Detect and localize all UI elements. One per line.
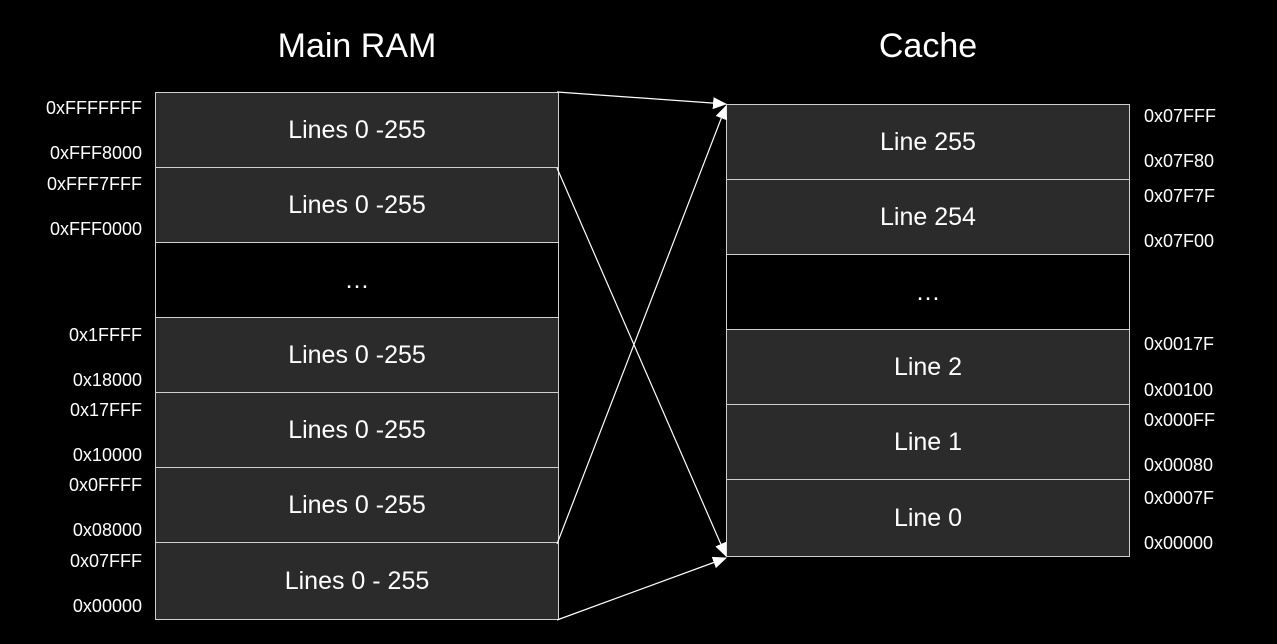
cache-title: Cache — [878, 27, 978, 65]
ram-address-high: 0x1FFFF — [68, 325, 142, 345]
cache-address-high: 0x000FF — [1144, 410, 1216, 430]
ram-address-low: 0xFFF0000 — [49, 219, 142, 239]
ram-block: Lines 0 -255 — [156, 468, 558, 543]
cache-line-ellipsis: … — [727, 255, 1129, 330]
arrow-block-0x08000-to-cache-top — [556, 105, 727, 545]
ram-block-label: Lines 0 - 255 — [284, 566, 430, 595]
arrow-top-block-to-cache-top — [556, 91, 727, 110]
ram-block: Lines 0 -255 — [156, 93, 558, 168]
arrow-second-block-to-cache-bottom — [556, 167, 727, 557]
ram-address-low: 0xFFF8000 — [49, 143, 142, 163]
cache-line: Line 1 — [727, 405, 1129, 480]
cache-line-label: Line 2 — [893, 352, 963, 381]
ram-address-low: 0x18000 — [72, 370, 142, 390]
ram-address-high: 0x17FFF — [69, 400, 142, 420]
ram-block: Lines 0 -255 — [156, 318, 558, 393]
ram-block: Lines 0 - 255 — [156, 543, 558, 619]
cache-line-label: Line 254 — [880, 202, 976, 231]
cache-line: Line 254 — [727, 180, 1129, 255]
ram-block-label: Lines 0 -255 — [288, 415, 426, 444]
cache-line: Line 0 — [727, 480, 1129, 556]
cache-address-low: 0x07F00 — [1144, 231, 1215, 251]
ram-address-low: 0x10000 — [72, 445, 142, 465]
ram-block-label: Lines 0 -255 — [288, 115, 426, 144]
cache-address-low: 0x00000 — [1144, 533, 1214, 553]
main-ram-stack: Lines 0 -255 Lines 0 -255 … Lines 0 -255… — [155, 92, 559, 620]
ram-address-high: 0x07FFF — [69, 551, 142, 571]
cache-line-label: Line 1 — [893, 427, 963, 456]
ram-address-low: 0x00000 — [72, 596, 142, 616]
cache-line: Line 2 — [727, 330, 1129, 405]
cache-line-label: Line 255 — [880, 127, 976, 156]
ram-address-high: 0xFFFFFFF — [46, 98, 142, 118]
ram-address-high: 0xFFF7FFF — [47, 174, 142, 194]
cache-address-high: 0x07FFF — [1144, 106, 1217, 126]
main-ram-title: Main RAM — [277, 27, 437, 65]
cache-line-label: … — [915, 277, 941, 306]
ram-block-ellipsis: … — [156, 243, 558, 318]
cache-line-label: Line 0 — [893, 503, 963, 532]
cache-address-high: 0x07F7F — [1144, 186, 1216, 206]
cache-address-low: 0x00100 — [1144, 380, 1214, 400]
ram-block-label: … — [344, 265, 370, 294]
cache-address-low: 0x00080 — [1144, 455, 1214, 475]
cache-address-high: 0x0017F — [1144, 334, 1215, 354]
ram-block-label: Lines 0 -255 — [288, 340, 426, 369]
ram-block: Lines 0 -255 — [156, 168, 558, 243]
cache-line: Line 255 — [727, 105, 1129, 180]
arrow-bottom-block-to-cache-bottom — [556, 556, 727, 621]
cache-address-low: 0x07F80 — [1144, 151, 1215, 171]
cache-address-high: 0x0007F — [1144, 488, 1215, 508]
cache-stack: Line 255 Line 254 … Line 2 Line 1 Line 0 — [726, 104, 1130, 557]
ram-block-label: Lines 0 -255 — [288, 490, 426, 519]
ram-block-label: Lines 0 -255 — [288, 190, 426, 219]
ram-address-low: 0x08000 — [72, 520, 142, 540]
ram-block: Lines 0 -255 — [156, 393, 558, 468]
ram-address-high: 0x0FFFF — [68, 475, 142, 495]
